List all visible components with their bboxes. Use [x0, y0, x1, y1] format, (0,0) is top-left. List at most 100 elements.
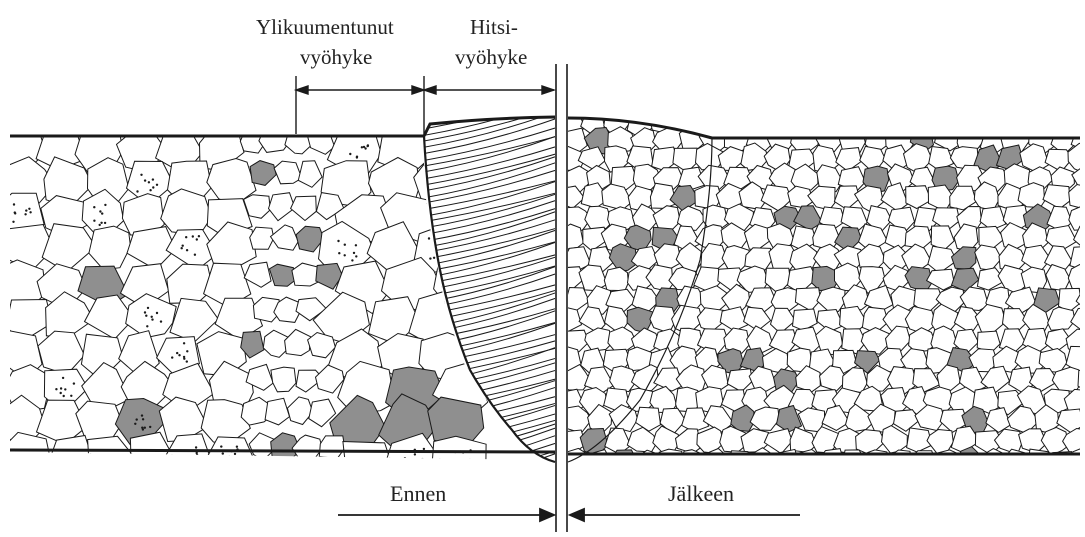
- grain-dot: [351, 259, 353, 261]
- grain: [1068, 265, 1085, 289]
- grain-dot: [19, 497, 21, 499]
- weld-zone-label-line2: vyöhyke: [455, 45, 527, 69]
- grain-dot: [355, 255, 357, 257]
- grain: [263, 469, 291, 496]
- grain-dot: [241, 456, 243, 458]
- grain-dot: [93, 220, 95, 222]
- grain-dot: [17, 480, 19, 482]
- grain: [259, 129, 289, 153]
- grain-dot: [145, 315, 147, 317]
- grain: [265, 398, 289, 425]
- grain: [1048, 110, 1074, 136]
- grain: [292, 435, 322, 460]
- grain-dot: [228, 455, 230, 457]
- grain-dot: [421, 458, 423, 460]
- dendrite-line: [420, 169, 560, 204]
- grain-dot: [63, 395, 65, 397]
- dendrite-line: [422, 193, 560, 229]
- grain: [88, 436, 135, 479]
- grain-dot: [186, 350, 188, 352]
- grain-dot: [72, 489, 74, 491]
- grain-dot: [183, 342, 185, 344]
- grain-dot: [147, 307, 149, 309]
- grain-dot: [433, 257, 435, 259]
- grain: [298, 161, 322, 188]
- grain-dot: [338, 252, 340, 254]
- grain-dot: [140, 174, 142, 176]
- grain: [907, 108, 934, 134]
- grain-dot: [142, 428, 144, 430]
- grain-dot: [429, 257, 431, 259]
- grain-dot: [156, 312, 158, 314]
- dendrite-line: [424, 229, 560, 266]
- grain-dot: [196, 454, 198, 456]
- grain-dot: [152, 186, 154, 188]
- grain-dot: [185, 236, 187, 238]
- grain: [765, 111, 792, 135]
- grain: [975, 245, 1002, 270]
- grain-dot: [151, 316, 153, 318]
- grain-dot: [220, 445, 222, 447]
- grain-dot: [151, 318, 153, 320]
- grain: [952, 247, 976, 270]
- grain: [834, 110, 863, 136]
- grain: [636, 407, 661, 431]
- grain-dot: [144, 311, 146, 313]
- grain-dot: [198, 235, 200, 237]
- grain-dot: [404, 457, 406, 459]
- grain: [720, 307, 747, 331]
- grain: [996, 107, 1024, 137]
- grain-dot: [184, 465, 186, 467]
- grain-dot: [457, 469, 459, 471]
- grain-dot: [222, 452, 224, 454]
- dendrite-line: [425, 256, 560, 291]
- grain: [165, 471, 208, 515]
- grain-dot: [451, 255, 453, 257]
- grain-dot: [60, 387, 62, 389]
- grain-dot: [355, 244, 357, 246]
- dendrite-line: [427, 210, 560, 247]
- grain-dot: [363, 146, 365, 148]
- grain: [1073, 447, 1085, 475]
- grain: [42, 224, 96, 272]
- grain-dot: [101, 212, 103, 214]
- grain: [697, 308, 723, 331]
- grain-dot: [11, 489, 13, 491]
- grain-dot: [149, 189, 151, 191]
- grain-dot: [171, 356, 173, 358]
- grain-dot: [26, 480, 28, 482]
- grain: [319, 436, 345, 459]
- grain: [927, 269, 955, 290]
- grain: [250, 161, 276, 186]
- grain: [274, 161, 302, 184]
- grain: [250, 227, 274, 249]
- grain: [860, 109, 887, 135]
- grain-dot: [99, 210, 101, 212]
- grain-dot: [408, 462, 410, 464]
- grain: [790, 244, 817, 270]
- grain: [285, 469, 316, 494]
- grain: [167, 264, 213, 303]
- grain: [817, 287, 845, 311]
- grain-dot: [55, 500, 57, 502]
- grain-dot: [156, 184, 158, 186]
- grain: [811, 109, 840, 136]
- grain-dot: [196, 238, 198, 240]
- grain-dot: [136, 190, 138, 192]
- grain: [557, 306, 581, 331]
- grain: [950, 108, 977, 137]
- grain-dot: [70, 395, 72, 397]
- grain: [1069, 111, 1085, 136]
- grain: [76, 401, 123, 441]
- grain: [980, 449, 1006, 475]
- grain: [627, 427, 657, 452]
- grain: [975, 107, 1000, 137]
- grain-dot: [134, 423, 136, 425]
- grain-dot: [56, 487, 58, 489]
- grain-dot: [28, 208, 30, 210]
- grain: [243, 468, 271, 495]
- grain-dot: [24, 213, 26, 215]
- grain-dot: [353, 252, 355, 254]
- grain-dot: [183, 358, 185, 360]
- grain-dot: [26, 495, 28, 497]
